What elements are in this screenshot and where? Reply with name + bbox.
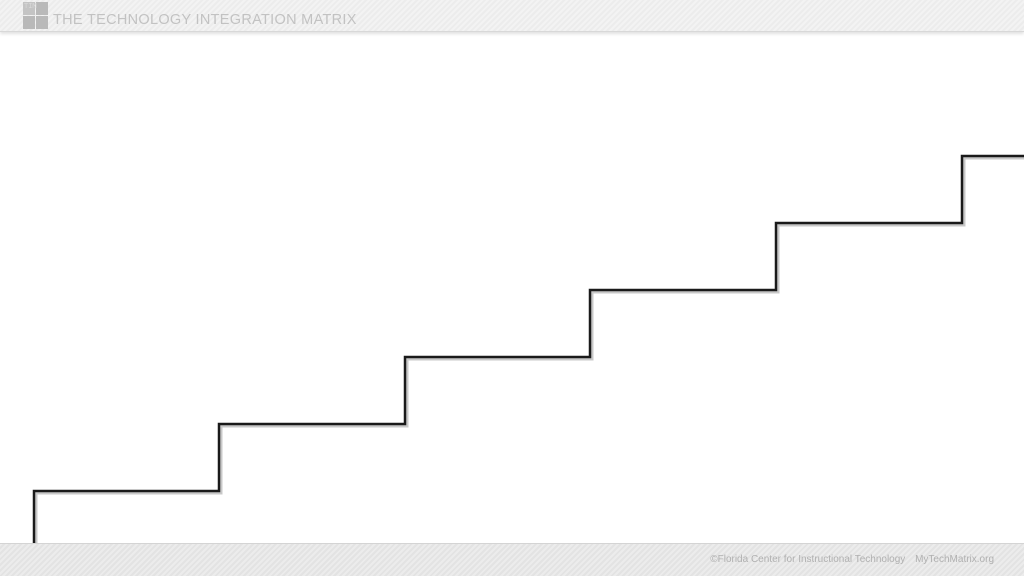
website-link[interactable]: MyTechMatrix.org	[915, 554, 994, 565]
staircase-line	[32, 154, 1024, 543]
copyright-text: ©Florida Center for Instructional Techno…	[710, 554, 906, 565]
tim-logo: TIM	[23, 2, 48, 29]
footer-bar: ©Florida Center for Instructional Techno…	[0, 543, 1024, 576]
header-title: THE TECHNOLOGY INTEGRATION MATRIX	[53, 12, 357, 28]
staircase-shadow	[34, 156, 1024, 545]
header-bar: TIM THE TECHNOLOGY INTEGRATION MATRIX	[0, 0, 1024, 32]
footer-credits: ©Florida Center for Instructional Techno…	[710, 554, 994, 565]
logo-text: TIM	[24, 2, 37, 10]
